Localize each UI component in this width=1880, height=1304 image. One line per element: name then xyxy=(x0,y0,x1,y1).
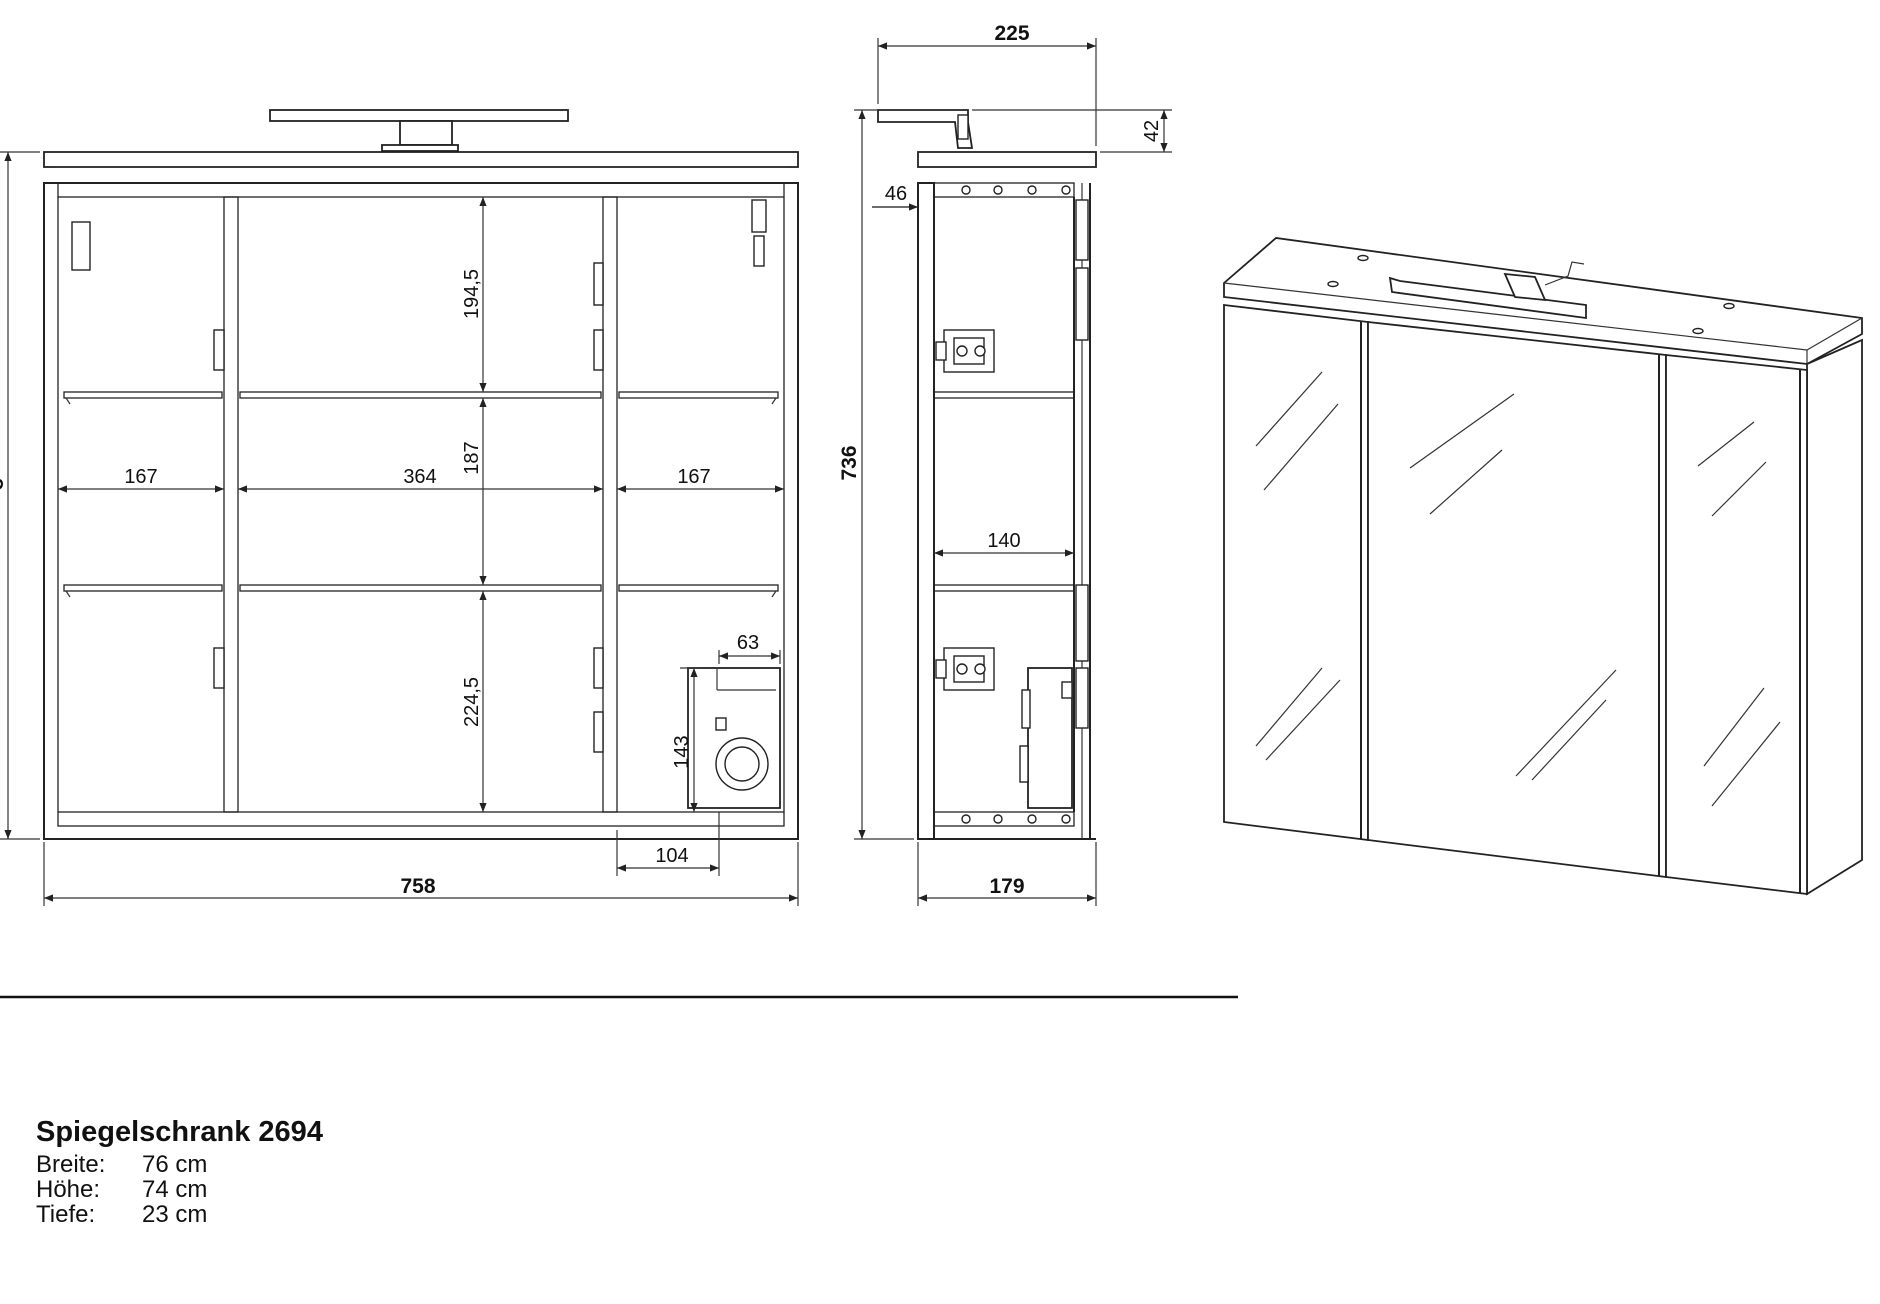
spec-value: 23 cm xyxy=(142,1201,208,1228)
spec-row: Breite: 76 cm xyxy=(36,1152,207,1177)
dim-right-compartment: 167 xyxy=(677,466,710,488)
socket-box xyxy=(687,667,781,809)
dim-side-offset: 46 xyxy=(885,183,907,205)
hinge-markers xyxy=(213,262,604,753)
dim-left-height: 8 xyxy=(0,478,8,490)
side-hinges xyxy=(935,329,995,691)
spec-label: Tiefe: xyxy=(36,1201,96,1228)
dim-mid-height: 187 xyxy=(461,441,483,474)
dim-top-height: 194,5 xyxy=(461,269,483,319)
product-info: Spiegelschrank 2694 Breite: 76 cm Höhe: … xyxy=(36,1116,323,1227)
dim-side-height: 736 xyxy=(838,445,861,480)
spec-value: 74 cm xyxy=(142,1176,208,1203)
spec-label: Höhe: xyxy=(36,1176,101,1203)
dim-socket-height: 143 xyxy=(671,735,693,768)
right-mirror-door xyxy=(1665,353,1808,896)
dim-side-inner-depth: 140 xyxy=(987,530,1020,552)
dim-socket-offset: 104 xyxy=(655,845,688,867)
dim-lamp-height: 42 xyxy=(1141,120,1163,142)
front-view: 758 167 364 167 194,5 187 224,5 63 143 1… xyxy=(0,109,799,906)
dim-socket-width: 63 xyxy=(737,632,759,654)
spec-row: Höhe: 74 cm xyxy=(36,1177,207,1202)
side-view: 225 42 46 736 140 179 xyxy=(838,22,1172,906)
dim-side-depth: 179 xyxy=(989,875,1024,898)
middle-mirror-door xyxy=(1367,320,1667,879)
spec-label: Breite: xyxy=(36,1151,106,1178)
left-mirror-door xyxy=(1223,303,1369,842)
perspective-view xyxy=(1223,237,1863,896)
spec-value: 76 cm xyxy=(142,1151,208,1178)
dim-left-compartment: 167 xyxy=(124,466,157,488)
spec-table: Breite: 76 cm Höhe: 74 cm Tiefe: 23 cm xyxy=(36,1152,207,1227)
spec-row: Tiefe: 23 cm xyxy=(36,1202,207,1227)
product-title: Spiegelschrank 2694 xyxy=(36,1116,323,1148)
dim-front-width: 758 xyxy=(400,875,435,898)
mirror-reflections xyxy=(1255,371,1781,807)
dim-bottom-height: 224,5 xyxy=(461,677,483,727)
dim-middle-compartment: 364 xyxy=(403,466,436,488)
dim-side-top-depth: 225 xyxy=(994,22,1029,45)
